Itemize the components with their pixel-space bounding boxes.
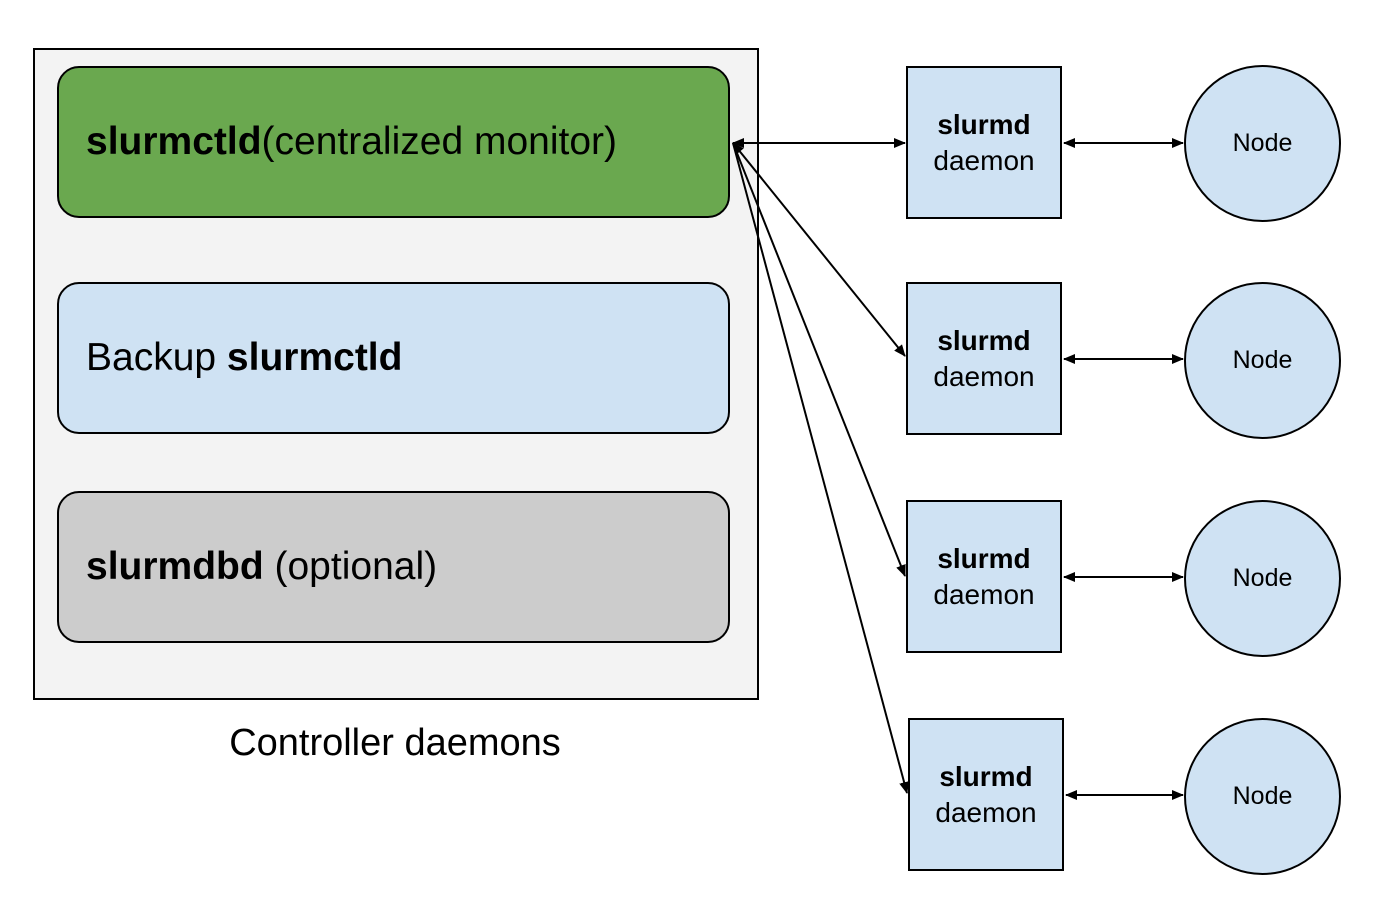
node-label: Node <box>1232 346 1293 374</box>
slurmctld-primary-name: slurmctld <box>86 120 262 163</box>
controller-caption: Controller daemons <box>229 722 561 764</box>
slurmd-name: slurmd <box>939 760 1033 792</box>
node-label: Node <box>1232 782 1293 810</box>
slurmd-box-3: slurmd daemon <box>906 500 1062 653</box>
node-circle-1: Node <box>1184 65 1341 222</box>
slurmd-name: slurmd <box>937 108 1031 140</box>
slurmdbd-description: (optional) <box>263 545 438 588</box>
controller-to-slurmd-4-arrow <box>732 142 909 794</box>
node-label: Node <box>1232 564 1293 592</box>
node-circle-2: Node <box>1184 282 1341 439</box>
slurmctld-backup-name: slurmctld <box>226 336 403 379</box>
slurmctld-primary-box: slurmctld(centralized monitor) <box>57 66 730 218</box>
slurmctld-backup-box: Backup slurmctld <box>57 282 730 434</box>
slurmctld-backup-prefix: Backup <box>86 336 227 379</box>
slurmdbd-box: slurmdbd (optional) <box>57 491 730 643</box>
slurmd-box-1: slurmd daemon <box>906 66 1062 219</box>
slurmd-label: daemon <box>935 796 1037 828</box>
slurmd-box-4: slurmd daemon <box>908 718 1064 871</box>
slurmd-label: daemon <box>933 360 1035 392</box>
slurmd-name: slurmd <box>937 324 1031 356</box>
slurmd-label: daemon <box>933 144 1035 176</box>
slurmd-label: daemon <box>933 578 1035 610</box>
slurmd-name: slurmd <box>937 542 1031 574</box>
slurmdbd-name: slurmdbd <box>86 545 264 588</box>
controller-to-slurmd-3-arrow <box>732 142 906 577</box>
node-circle-3: Node <box>1184 500 1341 657</box>
controller-to-slurmd-2-arrow <box>732 142 906 357</box>
node-circle-4: Node <box>1184 718 1341 875</box>
slurmctld-primary-description: (centralized monitor) <box>261 120 618 163</box>
slurmd-box-2: slurmd daemon <box>906 282 1062 435</box>
node-label: Node <box>1232 129 1293 157</box>
